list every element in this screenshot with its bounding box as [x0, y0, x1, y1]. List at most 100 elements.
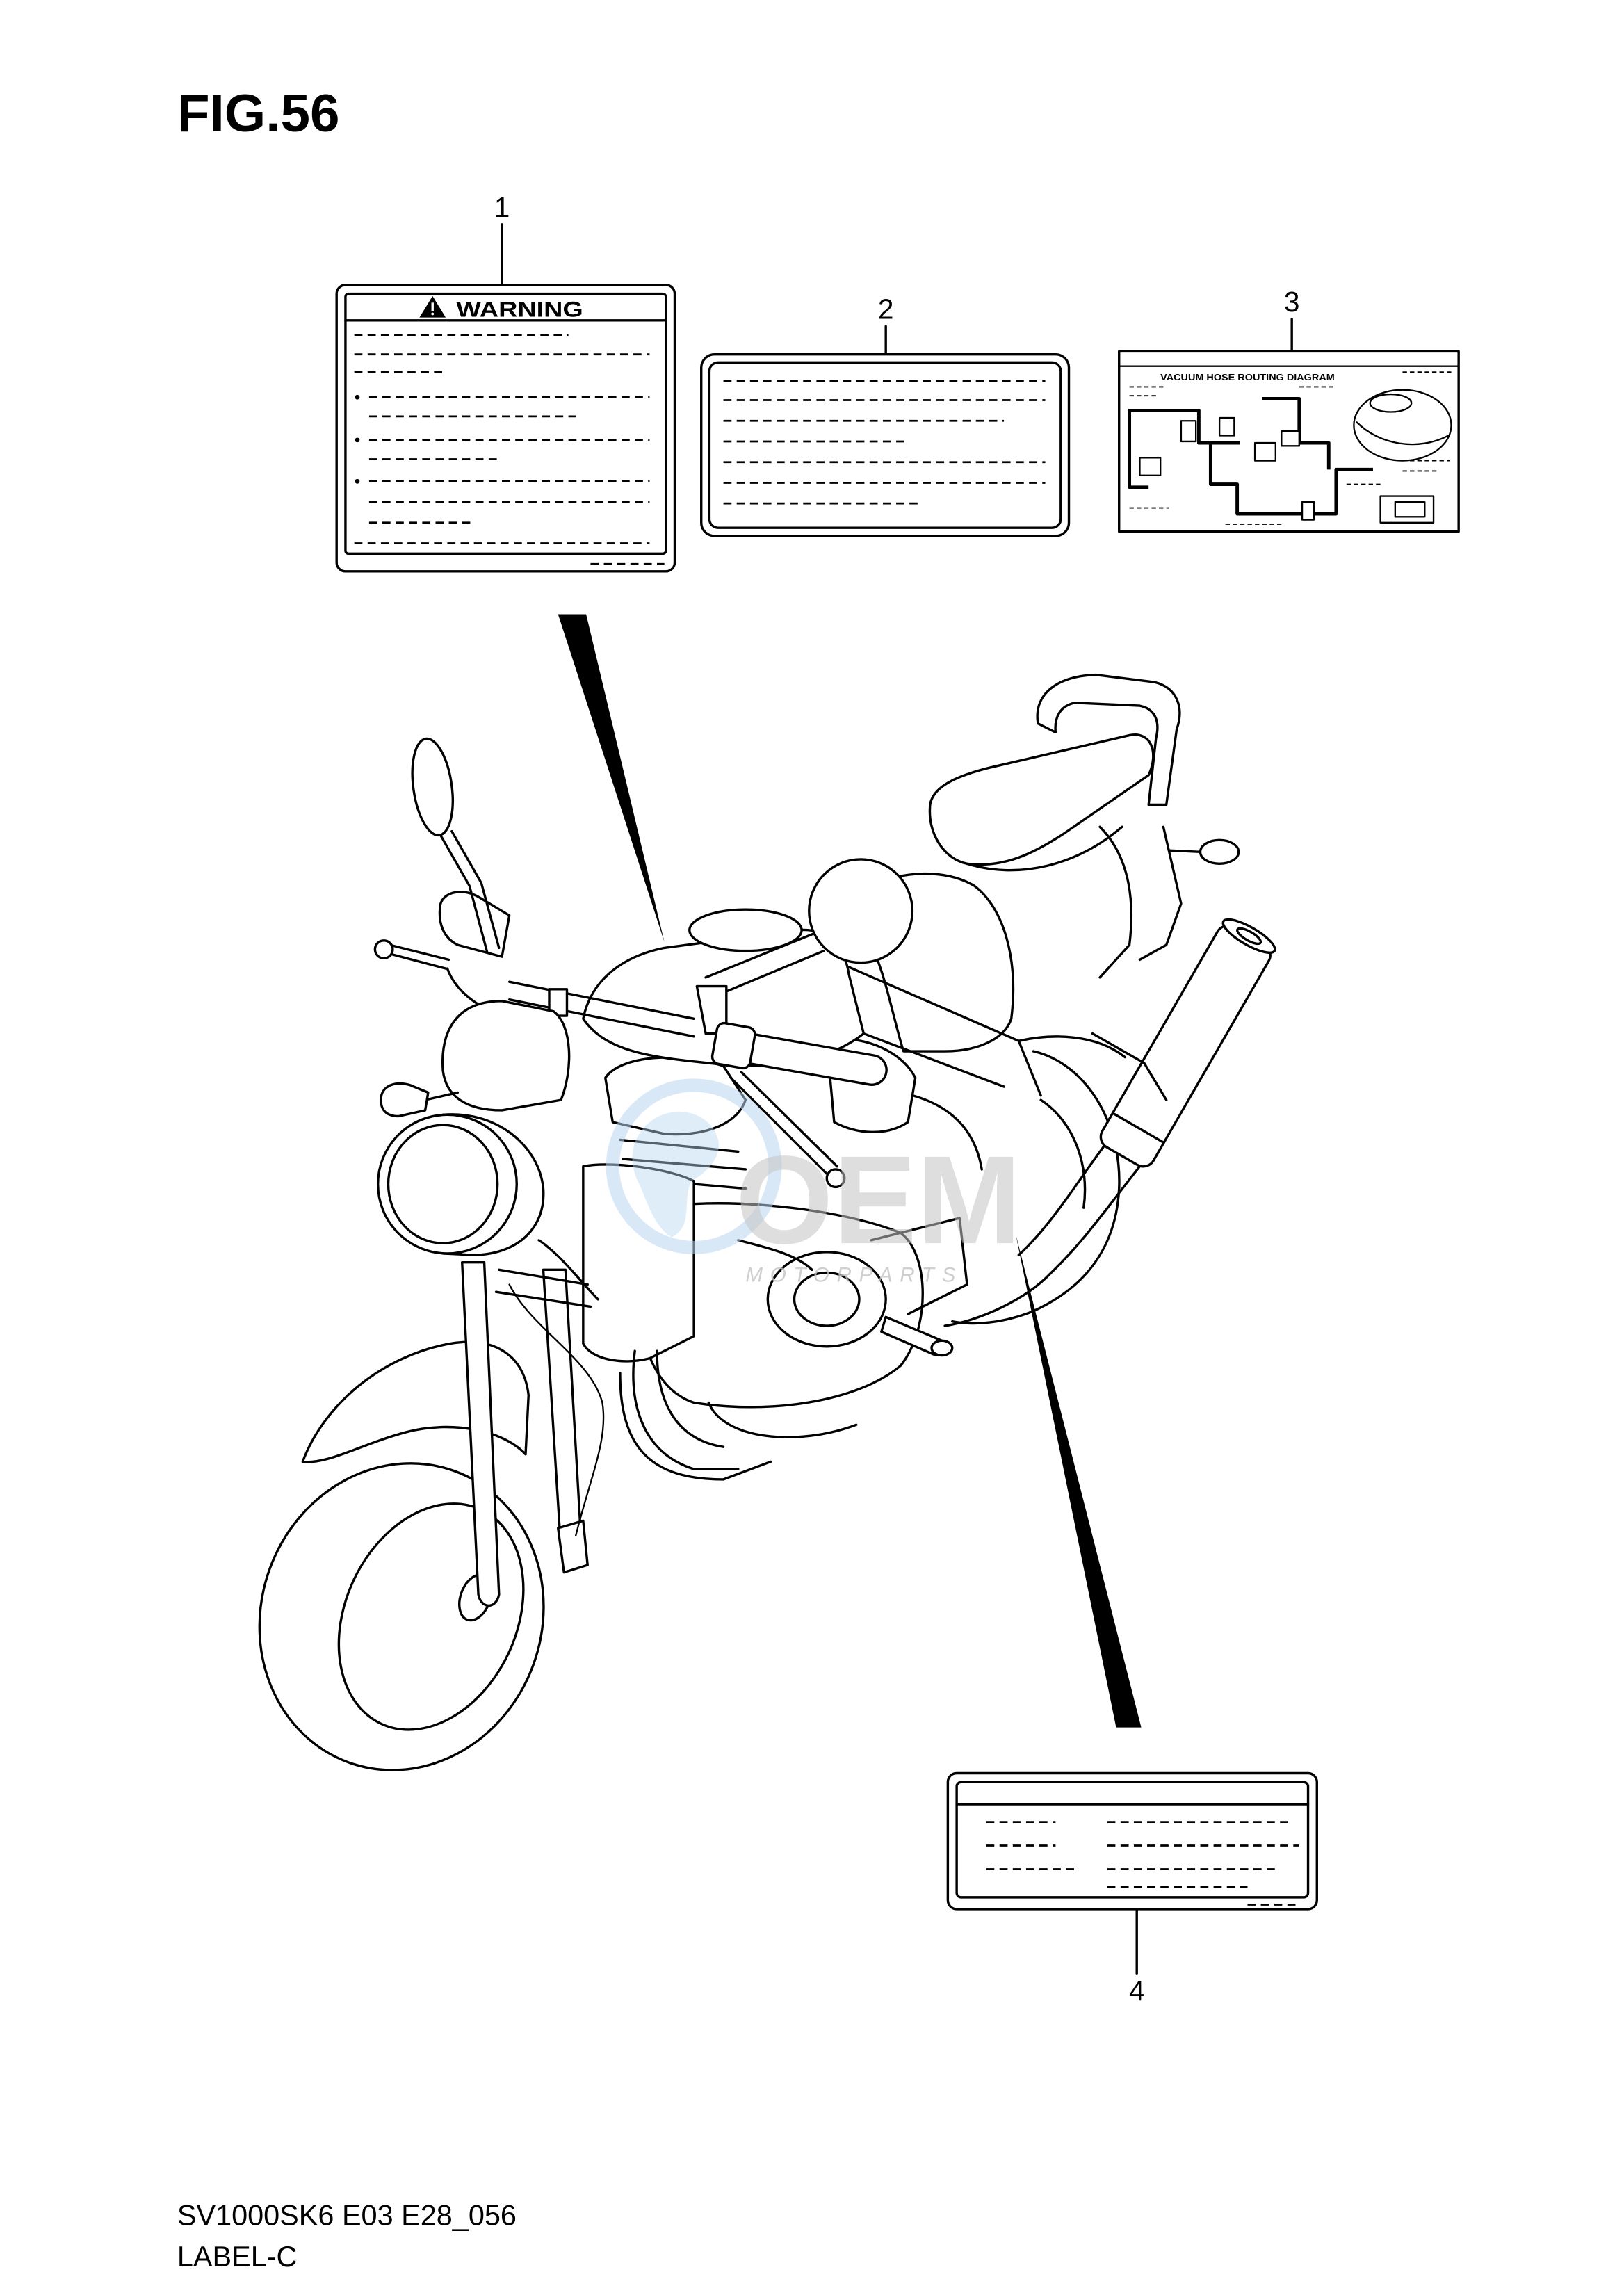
callout-4[interactable]: 4 — [1129, 1908, 1144, 2007]
label-inner-border — [708, 361, 1062, 529]
warning-heading: WARNING — [456, 297, 583, 322]
rear-fender-bracket — [1138, 825, 1183, 962]
watermark-tagline: MOTORPARTS — [745, 1263, 963, 1286]
hose-component — [1379, 495, 1435, 524]
brake-lever — [729, 1071, 838, 1175]
front-tire — [258, 1462, 545, 1771]
seat-cowl-line — [966, 825, 1123, 872]
bullet-point — [355, 478, 360, 484]
info-label — [700, 352, 1071, 537]
front-turn-signal — [380, 1082, 430, 1118]
group-name: LABEL-C — [177, 2241, 298, 2273]
label-inner-border — [955, 1781, 1310, 1899]
spec-label — [946, 1771, 1318, 1911]
hose-component — [1301, 501, 1315, 521]
figure-title: FIG.56 — [177, 84, 340, 143]
vacuum-hose — [1208, 443, 1373, 516]
hose-component — [1218, 416, 1235, 437]
crankcase — [636, 1202, 924, 1409]
callout-2[interactable]: 2 — [878, 293, 893, 356]
callout-number[interactable]: 1 — [494, 191, 510, 223]
bullet-point — [355, 437, 360, 443]
handlebar — [508, 980, 695, 1038]
tank-contour — [1356, 421, 1450, 446]
header-pipe — [632, 1349, 740, 1470]
hose-component — [1253, 441, 1276, 462]
model-code: SV1000SK6 E03 E28_056 — [177, 2199, 517, 2231]
fuel-cap — [688, 908, 803, 952]
exhaust-pipe — [1017, 1144, 1106, 1256]
motorcycle-illustration — [258, 673, 1276, 1771]
callout-number[interactable]: 4 — [1129, 1975, 1144, 2007]
clutch-lever — [388, 943, 450, 970]
label-outer-border — [946, 1771, 1318, 1911]
label-outer-border — [335, 284, 676, 573]
muffler — [1099, 918, 1276, 1168]
instrument-cowl — [441, 1000, 571, 1112]
fork-cable — [537, 1239, 599, 1301]
right-mirror — [808, 858, 914, 964]
pointer-wedge-label-1 — [558, 614, 665, 942]
clutch-cover — [766, 1251, 887, 1348]
watermark-logo: OEM MOTORPARTS — [606, 1078, 1021, 1286]
watermark-globe-land — [632, 1112, 719, 1238]
watermark-logo-text: OEM — [736, 1130, 1021, 1270]
brake-caliper — [557, 1519, 589, 1574]
callout-number[interactable]: 3 — [1284, 286, 1299, 318]
bullet-point — [355, 394, 360, 400]
pillion-seat — [928, 733, 1155, 866]
header-pipe — [656, 1349, 725, 1448]
muffler-band — [1111, 1112, 1165, 1144]
footpeg — [880, 1315, 943, 1357]
vacuum-label-heading: VACUUM HOSE ROUTING DIAGRAM — [1160, 372, 1335, 382]
rear-turn-signal — [1199, 838, 1240, 866]
oil-sump — [707, 1401, 858, 1438]
hose-component-detail — [1394, 501, 1426, 518]
tail-cowl — [1098, 825, 1132, 979]
callout-1[interactable]: 1 — [494, 191, 510, 286]
muffler-outlet — [1236, 927, 1262, 946]
cylinder-fin — [622, 1158, 747, 1171]
muffler-body — [1099, 924, 1272, 1168]
frame-rail — [862, 1032, 1005, 1088]
callout-number[interactable]: 2 — [878, 293, 893, 325]
pointer-wedge-label-4 — [1016, 1234, 1142, 1728]
side-panel — [899, 1091, 983, 1171]
switch-housing — [710, 1021, 756, 1070]
rear-set — [1091, 1032, 1168, 1101]
brake-line — [508, 1283, 605, 1536]
callout-3[interactable]: 3 — [1284, 286, 1299, 353]
turn-signal-stem — [1168, 849, 1202, 854]
lower-frame-loop — [619, 1372, 772, 1481]
headlight — [376, 1113, 518, 1255]
left-mirror — [411, 737, 454, 837]
vacuum-hose-label: VACUUM HOSE ROUTING DIAGRAM — [1118, 350, 1460, 533]
footpeg-end — [930, 1339, 954, 1357]
label-inner-border — [344, 292, 667, 555]
headlight-lens — [387, 1124, 499, 1244]
cylinder-fin — [619, 1138, 740, 1153]
right-grip — [710, 1021, 888, 1086]
clutch-cover-inner — [793, 1271, 861, 1327]
warning-label: WARNING — [335, 284, 676, 573]
left-switch-housing — [438, 891, 511, 958]
clutch-lever-end — [373, 939, 394, 959]
rear-tire — [951, 1050, 1121, 1325]
fuel-tank-sketch — [1353, 389, 1452, 462]
tank-outline — [1353, 389, 1452, 462]
subframe — [1017, 1035, 1126, 1059]
left-fork-leg — [460, 1261, 501, 1607]
engine-hose — [737, 1239, 813, 1272]
warning-triangle-icon — [419, 295, 446, 318]
right-mirror-stem — [704, 932, 825, 997]
triple-clamp — [494, 1268, 592, 1308]
engine-side-cover — [870, 1217, 968, 1315]
muffler-end-cap — [1221, 918, 1276, 955]
exclamation-dot — [431, 312, 435, 316]
hose-component — [1180, 420, 1197, 443]
left-mirror-stem — [439, 829, 501, 954]
exhaust-pipe — [943, 1165, 1142, 1327]
tank-cap — [1369, 393, 1413, 413]
